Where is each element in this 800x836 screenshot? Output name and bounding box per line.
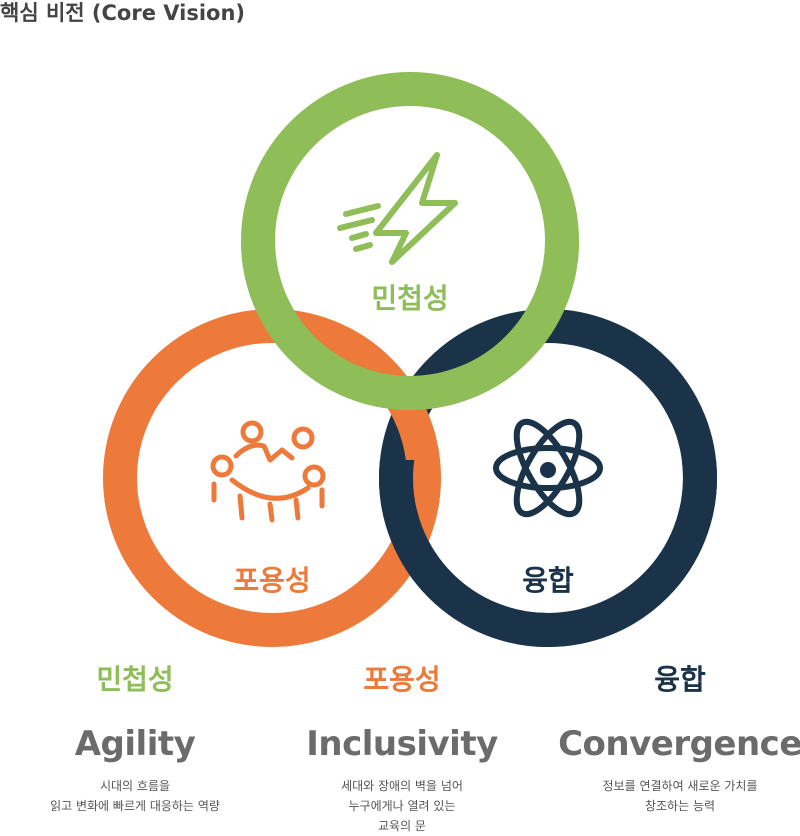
circle-label-inclusivity: 포용성: [233, 564, 310, 597]
column-description: 시대의 흐름을 읽고 변화에 빠르게 대응하는 역량: [5, 776, 265, 816]
column-agility: 민첩성 Agility 시대의 흐름을 읽고 변화에 빠르게 대응하는 역량: [5, 660, 265, 816]
column-title-ko: 민첩성: [96, 663, 174, 696]
column-title-en: Agility: [74, 724, 196, 764]
column-inclusivity: 포용성 Inclusivity 세대와 장애의 벽을 넘어 누구에게나 열려 있…: [272, 660, 532, 836]
description-line: 읽고 변화에 빠르게 대응하는 역량: [50, 799, 220, 813]
vision-columns: 민첩성 Agility 시대의 흐름을 읽고 변화에 빠르게 대응하는 역량 포…: [0, 660, 800, 833]
circle-label-convergence: 융합: [522, 564, 574, 597]
column-title-en: Inclusivity: [306, 724, 498, 764]
convergence-ring-weave: [379, 460, 717, 647]
atom-nucleus: [540, 462, 556, 478]
description-line: 창조하는 능력: [644, 799, 716, 813]
circle-label-agility: 민첩성: [371, 282, 448, 315]
people-circle-icon: [210, 420, 326, 523]
column-convergence: 융합 Convergence 정보를 연결하여 새로운 가치를 창조하는 능력: [550, 660, 800, 816]
column-title-en: Convergence: [558, 724, 800, 764]
column-description: 정보를 연결하여 새로운 가치를 창조하는 능력: [550, 776, 800, 816]
description-line: 시대의 흐름을: [99, 779, 171, 793]
agility-ring-weave: [241, 240, 579, 410]
column-title-ko: 포용성: [363, 663, 441, 696]
column-title-ko: 융합: [654, 663, 706, 696]
venn-diagram: 민첩성 포용성 융합: [103, 72, 717, 647]
column-description: 세대와 장애의 벽을 넘어 누구에게나 열려 있는 교육의 문: [272, 776, 532, 836]
description-line: 누구에게나 열려 있는: [348, 799, 456, 813]
atom-icon: [493, 418, 603, 518]
description-line: 세대와 장애의 벽을 넘어: [341, 779, 463, 793]
page-title: 핵심 비전 (Core Vision): [0, 1, 246, 25]
description-line: 정보를 연결하여 새로운 가치를: [602, 779, 758, 793]
description-line: 교육의 문: [378, 819, 426, 833]
lightning-bolt-icon: [337, 152, 458, 265]
